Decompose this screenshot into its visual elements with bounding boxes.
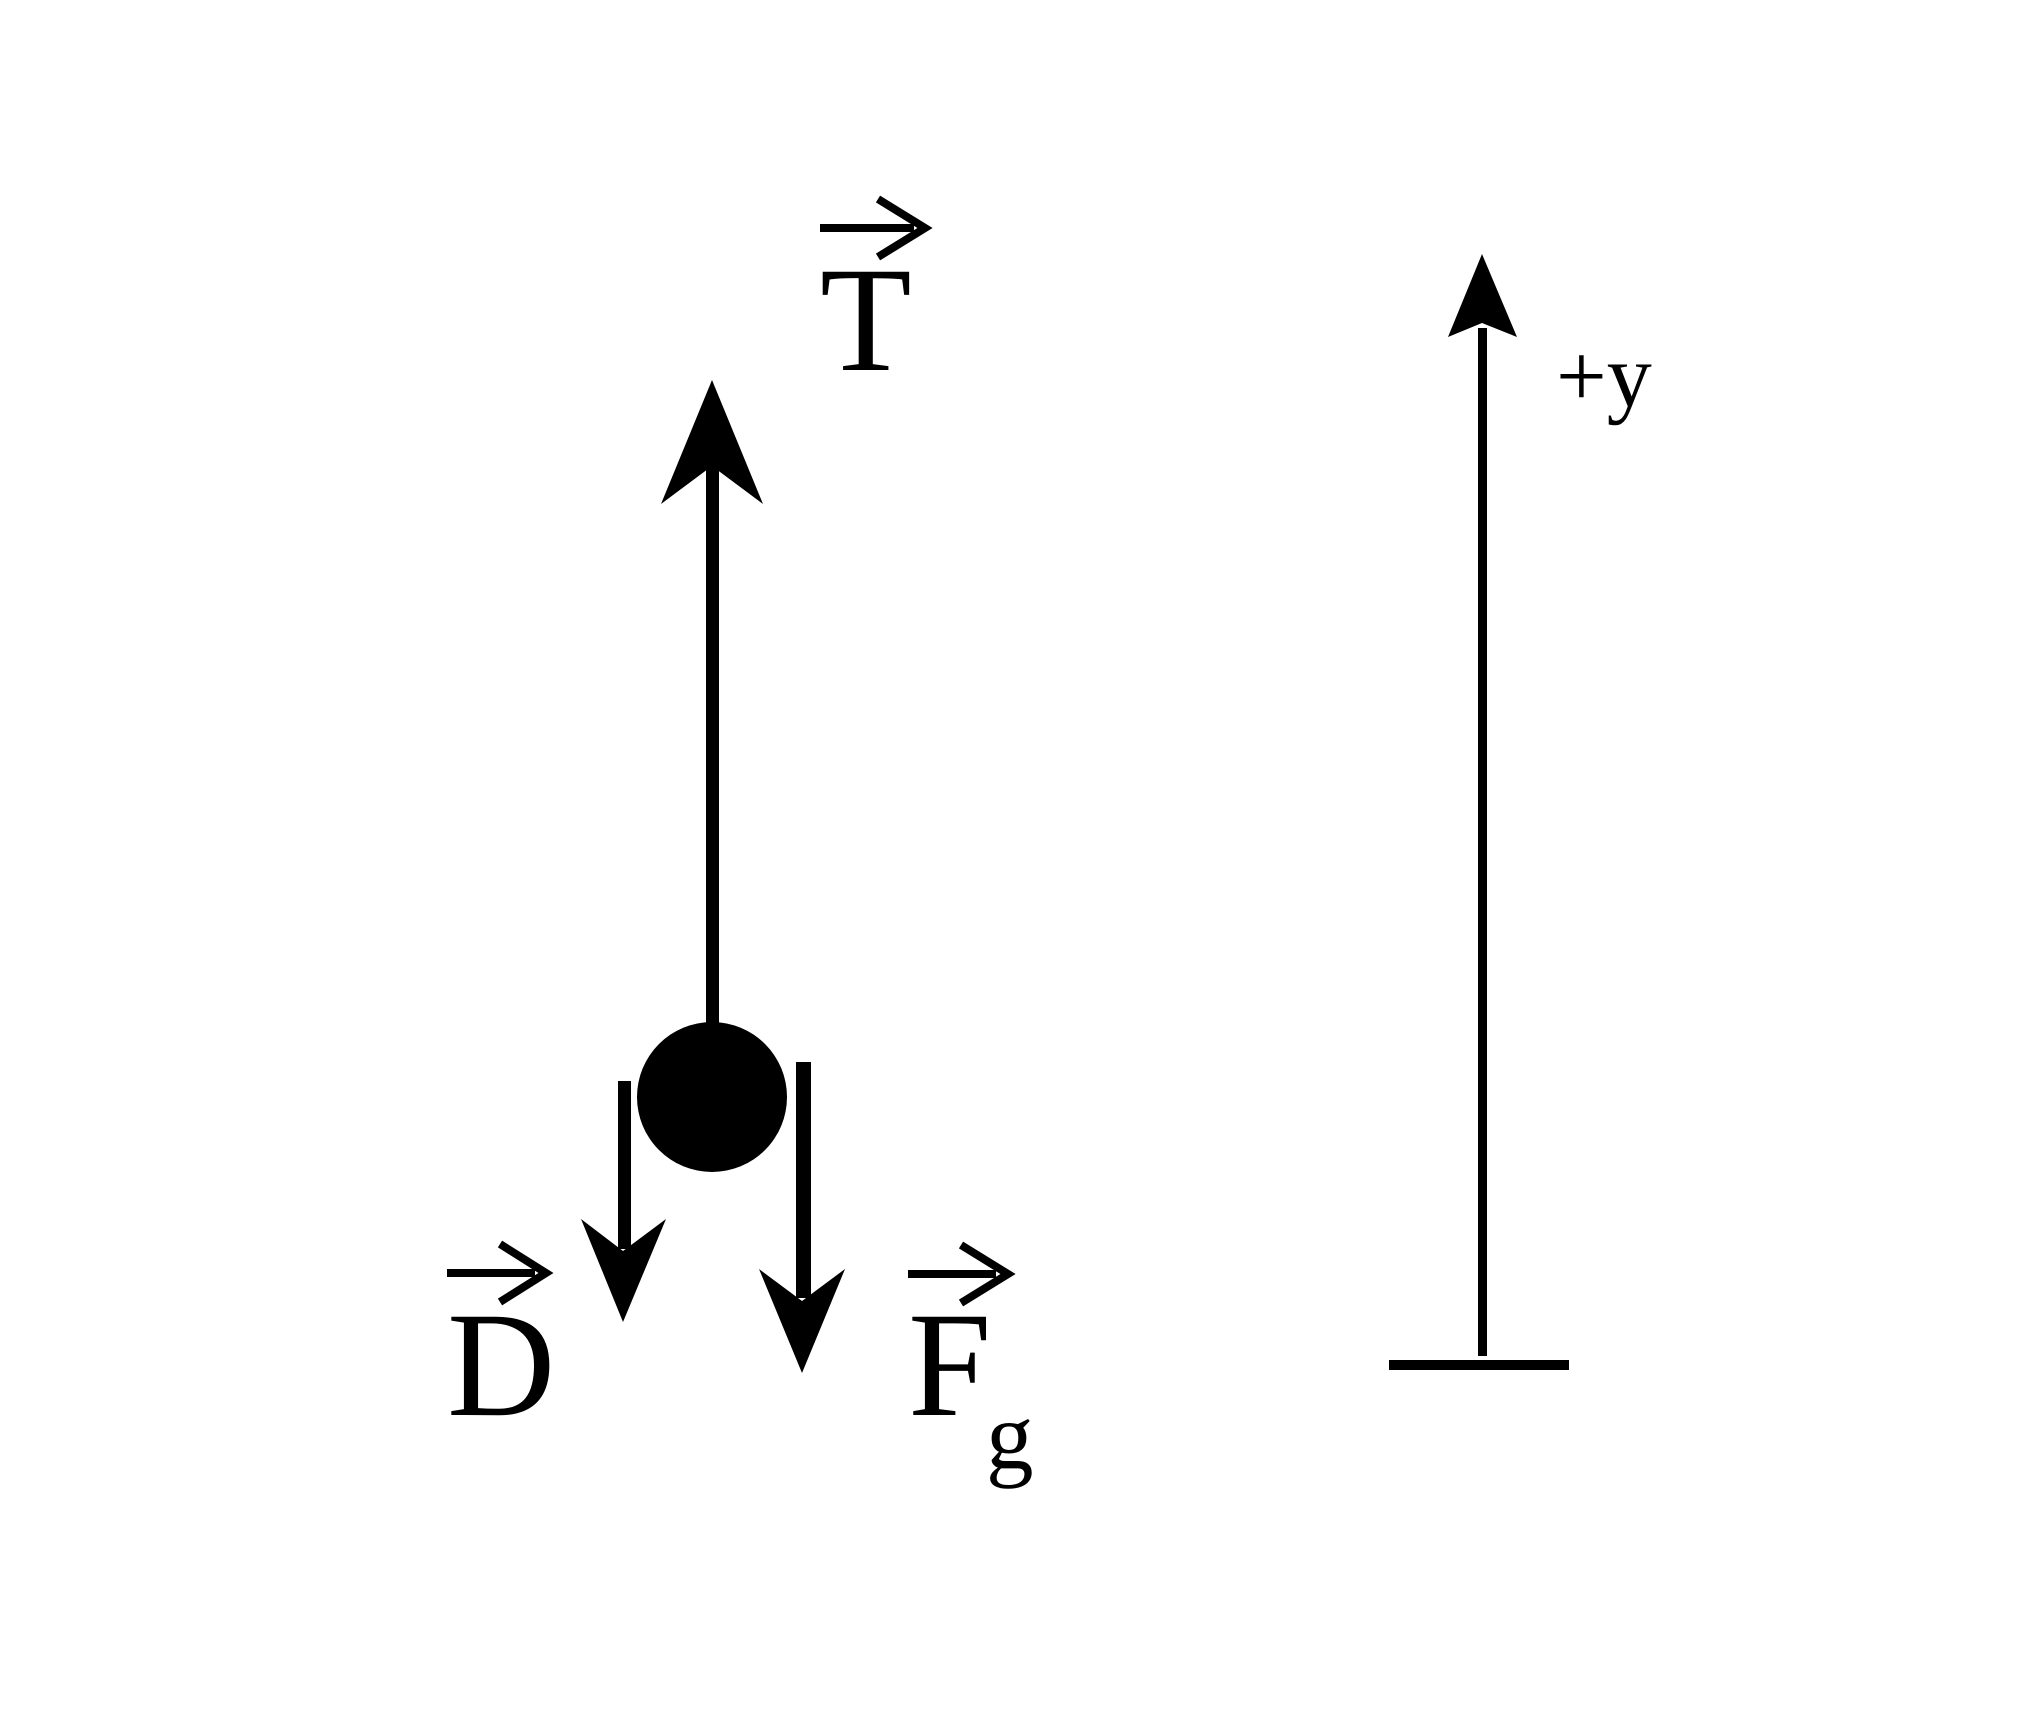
gravity-arrow-shaft [796,1062,811,1298]
tension-arrow-shaft [706,462,719,1028]
tension-arrowhead-icon [661,380,763,504]
y-axis [1389,254,1569,1370]
tension-force-arrow [661,380,763,1028]
tension-label: T [820,237,912,403]
y-axis-arrowhead-icon [1448,254,1517,337]
drag-label: D [447,1282,555,1448]
y-axis-base-line [1389,1360,1569,1370]
drag-force-arrow [581,1081,666,1322]
drag-arrowhead-icon [581,1219,666,1322]
gravity-label: F [908,1282,991,1448]
gravity-label-subscript: g [986,1383,1034,1489]
gravity-arrowhead-icon [759,1269,845,1373]
object-dot [637,1022,787,1172]
gravity-vector-arrow-icon [908,1241,1016,1307]
gravity-force-arrow [759,1062,845,1373]
y-axis-shaft [1478,328,1487,1356]
drag-vector-arrow-icon [447,1240,554,1306]
diagram-ink [581,254,1569,1373]
vector-notation-arrows [447,195,1016,1307]
drag-arrow-shaft [618,1081,631,1249]
diagram-labels: T D F g +y [447,237,1652,1489]
tension-vector-arrow-icon [820,195,933,261]
y-axis-label: +y [1556,327,1652,426]
